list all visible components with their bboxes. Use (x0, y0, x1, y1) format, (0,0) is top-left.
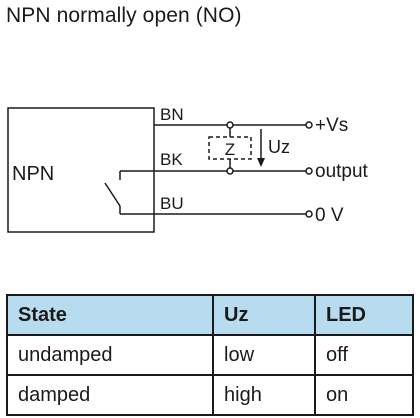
header-led: LED (314, 294, 414, 336)
header-uz: Uz (212, 294, 316, 336)
uz-arrow-head-icon (257, 158, 265, 167)
cell-state: damped (6, 374, 214, 416)
table-row: damped high on (6, 374, 414, 416)
header-state: State (6, 294, 214, 336)
wire-label-bu: BU (160, 194, 184, 213)
node-bn (226, 121, 234, 129)
sensor-label: NPN (12, 163, 54, 185)
wiring-diagram: NPN BN BK BU +Vs output 0 V Z Uz (7, 105, 369, 233)
state-table: State Uz LED undamped low off damped hig… (6, 294, 414, 416)
cell-led: on (314, 374, 414, 416)
cell-uz: low (212, 334, 316, 376)
sensor-block (7, 107, 155, 233)
table-header-row: State Uz LED (6, 294, 414, 336)
load-z-label: Z (225, 140, 235, 159)
terminal-label-0v: 0 V (315, 205, 344, 226)
terminal-vs (305, 121, 313, 129)
terminal-0v (305, 210, 313, 218)
load-z (208, 136, 252, 160)
cell-state: undamped (6, 334, 214, 376)
cell-uz: high (212, 374, 316, 416)
cell-led: off (314, 334, 414, 376)
wire-label-bk: BK (160, 150, 183, 169)
wire-label-bn: BN (160, 105, 184, 124)
table-row: undamped low off (6, 334, 414, 376)
uz-label: Uz (268, 137, 290, 157)
switch-lever (104, 182, 121, 207)
terminal-label-output: output (315, 161, 369, 182)
terminal-output (305, 167, 313, 175)
node-bk (226, 167, 234, 175)
terminal-label-vs: +Vs (315, 115, 348, 136)
diagram-title: NPN normally open (NO) (6, 4, 242, 27)
